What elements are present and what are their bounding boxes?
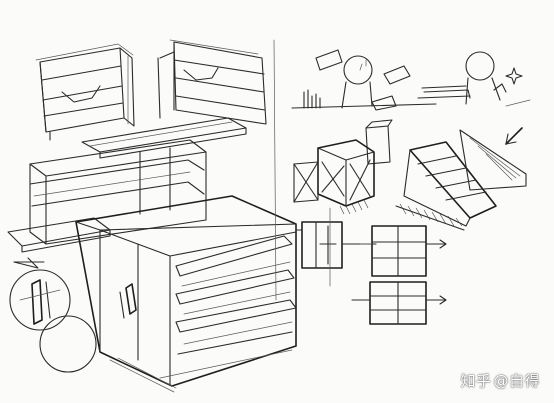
sketch-panel-diagram-bottom — [351, 281, 447, 325]
watermark: 知乎 @自得 — [460, 370, 540, 391]
sketch-figure-scene-left — [291, 49, 437, 111]
sketch-panel-diagram-mid — [359, 225, 447, 277]
sketch-detail-callouts — [9, 257, 97, 373]
sketch-boxes — [293, 119, 393, 215]
sketch-middle-plank — [81, 117, 247, 159]
sketch-divider-line — [273, 39, 277, 301]
watermark-brand: 知乎 — [460, 372, 492, 390]
sketch-figure-scene-right — [417, 51, 531, 107]
watermark-handle: @自得 — [493, 372, 540, 390]
sketch-angled-stand — [395, 127, 527, 231]
sketch-main-cabinet — [7, 139, 297, 393]
sketch-panel-diagram-left — [295, 207, 377, 287]
sketch-small-cabinet-right — [157, 39, 267, 125]
sketch-small-cabinet-left — [35, 43, 135, 141]
